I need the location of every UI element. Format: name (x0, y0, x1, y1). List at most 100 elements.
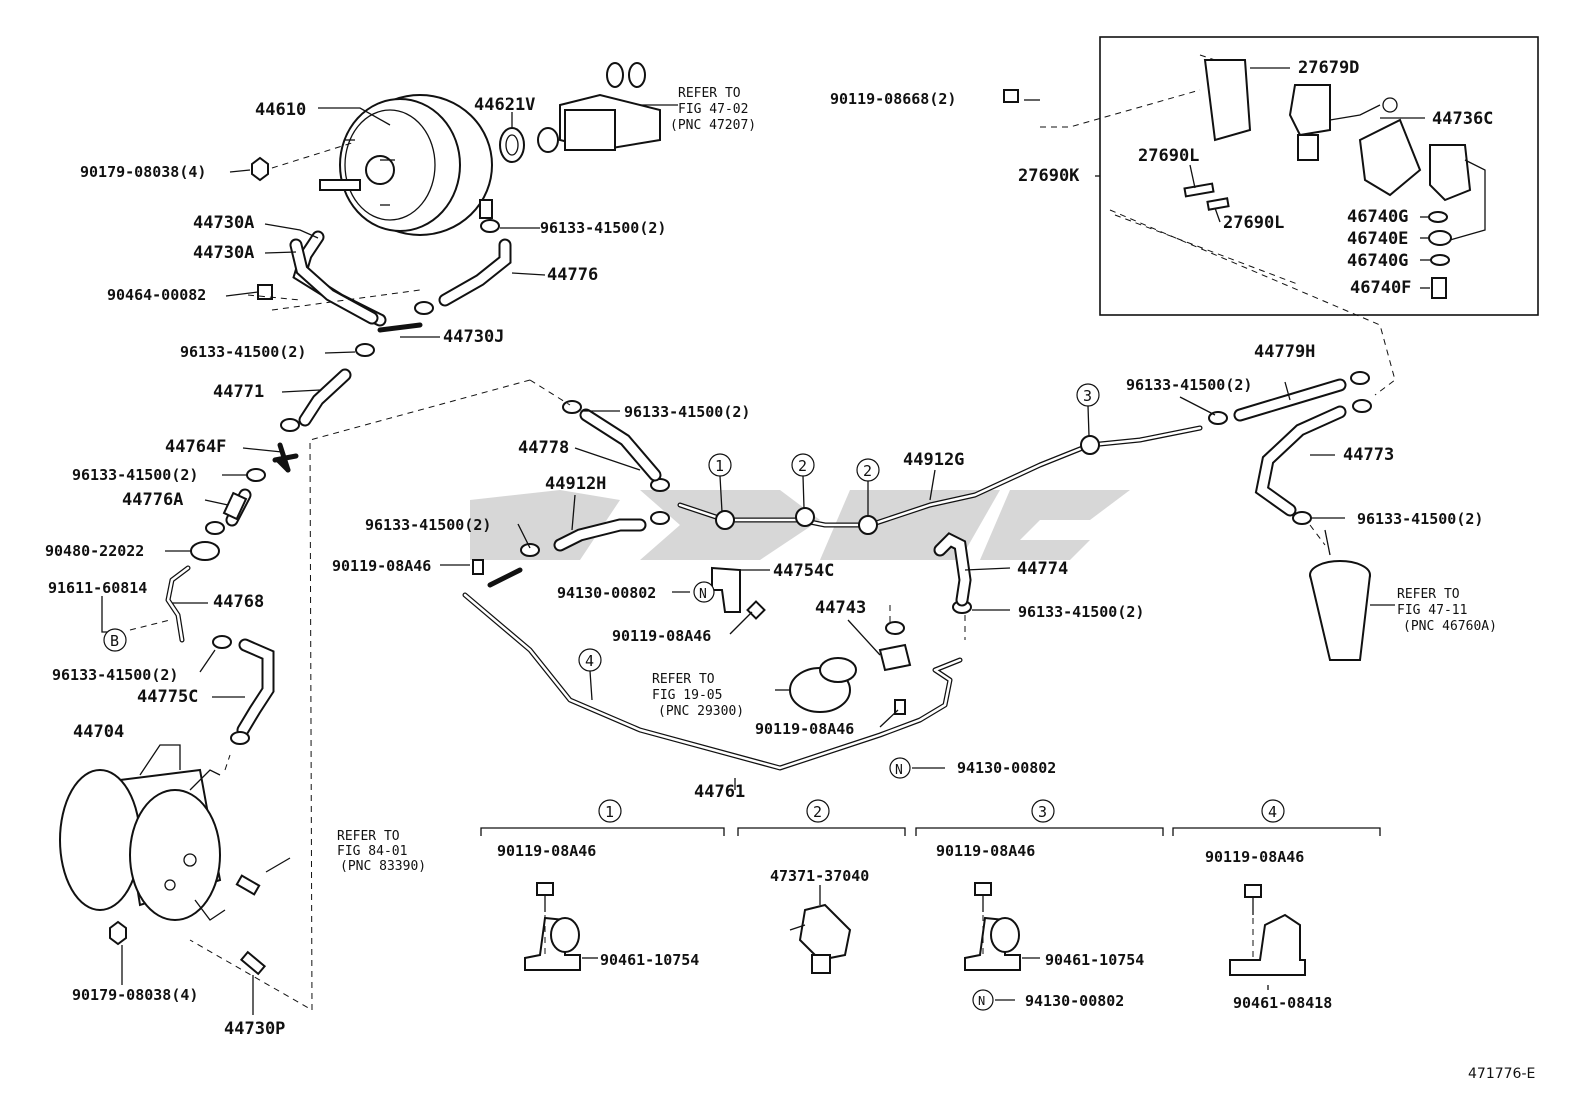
inset-box (1099, 36, 1539, 316)
label-44912G: 44912G (903, 450, 964, 470)
svg-text:4: 4 (585, 652, 594, 670)
label-d4-clamp: 90461-08418 (1233, 994, 1332, 1012)
vsv-valve (878, 643, 912, 672)
detail-brackets (480, 827, 1381, 836)
label-44730P: 44730P (224, 1019, 285, 1039)
svg-text:4: 4 (1268, 803, 1277, 821)
label-44761: 44761 (694, 782, 745, 802)
bracket (711, 566, 741, 613)
svg-text:2: 2 (798, 457, 807, 475)
label-d1-clamp: 90461-10754 (600, 951, 699, 969)
detail-2-parts (789, 903, 852, 974)
vacuum-tank (59, 744, 226, 921)
ref2-line3: (PNC 83390) (340, 859, 426, 874)
label-44779H: 44779H (1254, 342, 1315, 362)
label-90119-b: 90119-08A46 (612, 627, 711, 645)
label-96133-d: 96133-41500(2) (52, 666, 178, 684)
grommet (190, 541, 220, 561)
nut-icon (109, 920, 127, 946)
label-44610: 44610 (255, 100, 306, 120)
canister (1309, 529, 1371, 661)
svg-text:N: N (895, 763, 903, 778)
leader-lines (101, 67, 1430, 1015)
label-d1-bolt: 90119-08A46 (497, 842, 596, 860)
bolt-icon (1003, 89, 1019, 103)
ref1-line3: (PNC 47207) (670, 118, 756, 133)
actuator (789, 657, 857, 713)
svg-text:2: 2 (813, 803, 822, 821)
vacuum-hoses-left (165, 230, 512, 737)
label-44736C: 44736C (1432, 109, 1493, 129)
label-94130-b: 94130-00802 (957, 759, 1056, 777)
label-96133-e: 96133-41500(2) (624, 403, 750, 421)
detail-4-parts (1229, 884, 1306, 976)
label-90480: 90480-22022 (45, 542, 144, 560)
label-d3-clamp: 90461-10754 (1045, 951, 1144, 969)
svg-text:3: 3 (1083, 387, 1092, 405)
ref2-line2: FIG 84-01 (337, 844, 407, 859)
label-44754C: 44754C (773, 561, 834, 581)
svg-text:2: 2 (863, 462, 872, 480)
label-d4-bolt: 90119-08A46 (1205, 848, 1304, 866)
ref3-line3: (PNC 29300) (658, 704, 744, 719)
detail-1-parts (524, 882, 581, 971)
label-46740G-1: 46740G (1347, 207, 1408, 227)
label-96133-a: 96133-41500(2) (540, 219, 666, 237)
label-44730A-2: 44730A (193, 243, 254, 263)
label-44768: 44768 (213, 592, 264, 612)
callout-text: 1 2 2 3 4 1 2 3 4 N N N B (110, 387, 1277, 1008)
label-44775C: 44775C (137, 687, 198, 707)
seal-ring (499, 127, 525, 163)
inset-bracket (1203, 59, 1486, 241)
label-96133-f: 96133-41500(2) (365, 516, 491, 534)
label-27690K: 27690K (1018, 166, 1080, 186)
reference-notes: REFER TO FIG 47-02 (PNC 47207) REFER TO … (337, 86, 1497, 874)
sensor-switch (235, 874, 267, 976)
washer-icons (1428, 211, 1452, 299)
label-96133-i: 96133-41500(2) (1357, 510, 1483, 528)
label-d3-bolt: 90119-08A46 (936, 842, 1035, 860)
label-94130-a: 94130-00802 (557, 584, 656, 602)
label-46740G-2: 46740G (1347, 251, 1408, 271)
label-90179-bot: 90179-08038(4) (72, 986, 198, 1004)
bolt-icon (472, 559, 484, 575)
ref3-line1: REFER TO (652, 672, 715, 687)
ref1-line1: REFER TO (678, 86, 741, 101)
label-96133-g: 96133-41500(2) (1018, 603, 1144, 621)
label-44774: 44774 (1017, 559, 1068, 579)
tee-fitting (272, 442, 299, 473)
diagram-id: 471776-E (1468, 1066, 1535, 1082)
nut-icon (251, 156, 269, 182)
label-96133-c: 96133-41500(2) (72, 466, 198, 484)
label-46740F: 46740F (1350, 278, 1411, 298)
label-46740E: 46740E (1347, 229, 1408, 249)
label-44704: 44704 (73, 722, 124, 742)
svg-text:B: B (110, 632, 119, 650)
label-44621V: 44621V (474, 95, 535, 115)
svg-text:N: N (978, 994, 985, 1008)
svg-text:1: 1 (715, 457, 724, 475)
ref3-line2: FIG 19-05 (652, 688, 722, 703)
ref4-line1: REFER TO (1397, 587, 1460, 602)
label-27690L-1: 27690L (1138, 146, 1199, 166)
label-27679D: 27679D (1298, 58, 1359, 78)
ref1-line2: FIG 47-02 (678, 102, 748, 117)
svg-text:N: N (699, 587, 707, 602)
label-90179-top: 90179-08038(4) (80, 163, 206, 181)
fitting (1183, 182, 1230, 211)
svg-text:3: 3 (1038, 803, 1047, 821)
label-44771: 44771 (213, 382, 264, 402)
label-d3-nut: 94130-00802 (1025, 992, 1124, 1010)
ref4-line3: (PNC 46760A) (1403, 619, 1497, 634)
label-90119-a: 90119-08A46 (332, 557, 431, 575)
label-44776A: 44776A (122, 490, 183, 510)
label-90464: 90464-00082 (107, 286, 206, 304)
label-44730A-1: 44730A (193, 213, 254, 233)
label-44764F: 44764F (165, 437, 226, 457)
label-d2-part: 47371-37040 (770, 867, 869, 885)
check-valve (222, 491, 248, 521)
label-44776: 44776 (547, 265, 598, 285)
label-96133-h: 96133-41500(2) (1126, 376, 1252, 394)
